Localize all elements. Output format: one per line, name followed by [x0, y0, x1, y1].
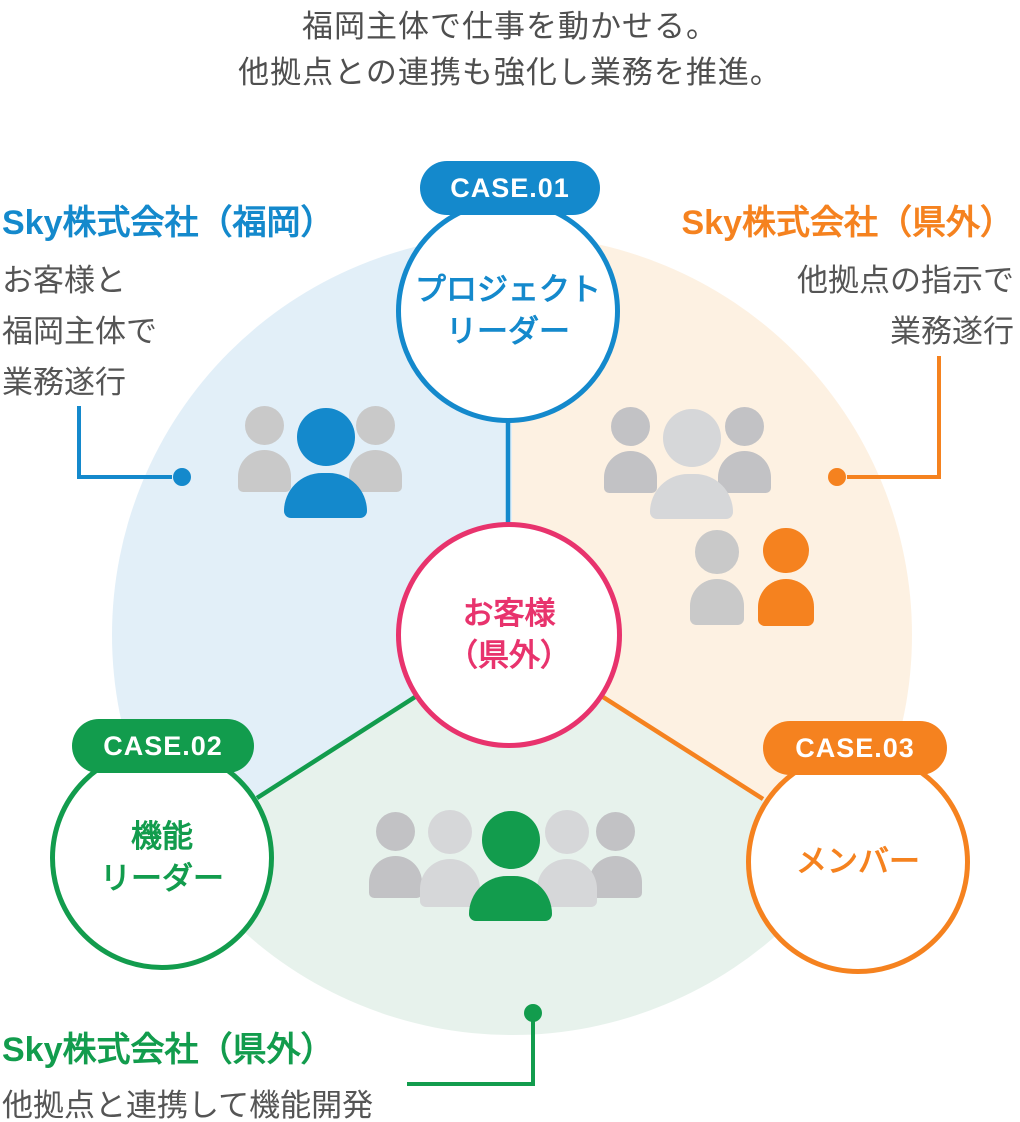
annotation-fukuoka-title: Sky株式会社（福岡） [2, 204, 335, 242]
person-body [420, 859, 480, 908]
person-head [610, 407, 650, 447]
annotation-kengai-bottom-title: Sky株式会社（県外） [2, 1031, 335, 1069]
node-member: メンバー [746, 750, 970, 974]
callout-line-kengai-bottom [407, 1016, 535, 1086]
badge-case03: CASE.03 [763, 721, 947, 775]
person-icon-lightgray [420, 810, 480, 908]
node-feature-leader-line1: 機能 [131, 819, 193, 854]
person-icon-lightgray [650, 409, 734, 520]
connector-center-case02 [255, 695, 417, 800]
person-body [758, 578, 814, 627]
callout-line-fukuoka [77, 406, 172, 479]
person-icon-green-leader [469, 811, 553, 922]
node-project-leader: プロジェクト リーダー [396, 199, 620, 423]
badge-case01: CASE.01 [420, 161, 600, 215]
page-title: 福岡主体で仕事を動かせる。 他拠点との連携も強化し業務を推進。 [0, 4, 1020, 96]
person-body [589, 855, 642, 899]
annotation-kengai-bottom: Sky株式会社（県外） 他拠点と連携して機能開発 [2, 1030, 373, 1122]
node-customer-line1: お客様 [462, 596, 556, 631]
person-icon-blue-leader [284, 408, 368, 519]
person-head [296, 408, 355, 466]
person-head [595, 812, 635, 852]
node-customer-line2: （県外） [447, 638, 571, 673]
annotation-kengai-right-title: Sky株式会社（県外） [681, 204, 1015, 242]
annotation-fukuoka-line2: 福岡主体で [2, 314, 157, 349]
node-member-label: メンバー [796, 844, 920, 879]
person-head [375, 812, 415, 852]
connector-center-case03 [601, 695, 765, 801]
person-icon-gray [604, 407, 657, 494]
callout-dot-kengai-bottom [524, 1004, 542, 1022]
person-body [349, 449, 402, 493]
person-icon-gray [589, 812, 642, 899]
person-head [544, 810, 589, 855]
person-icon-gray [369, 812, 422, 899]
person-head [355, 406, 395, 446]
annotation-kengai-right: Sky株式会社（県外） 他拠点の指示で 業務遂行 [682, 203, 1015, 357]
person-body [238, 449, 291, 493]
callout-dot-fukuoka [173, 468, 191, 486]
annotation-kengai-right-line1: 他拠点の指示で [797, 263, 1014, 298]
person-icon-gray [718, 407, 771, 494]
node-project-leader-line2: リーダー [446, 314, 570, 349]
person-body [369, 855, 422, 899]
node-feature-leader-line2: リーダー [100, 861, 224, 896]
person-icon-gray [349, 406, 402, 493]
person-head [244, 406, 284, 446]
person-head [724, 407, 764, 447]
node-project-leader-line1: プロジェクト [415, 272, 601, 307]
annotation-fukuoka: Sky株式会社（福岡） お客様と 福岡主体で 業務遂行 [2, 203, 335, 408]
person-head [662, 409, 721, 467]
page-title-line2: 他拠点との連携も強化し業務を推進。 [238, 55, 782, 90]
annotation-kengai-right-line2: 業務遂行 [890, 314, 1014, 349]
person-body [690, 578, 744, 625]
callout-line-kengai-right [847, 356, 941, 479]
node-customer: お客様 （県外） [396, 522, 622, 748]
person-icon-orange-member [758, 528, 814, 627]
person-body [469, 875, 553, 922]
person-head [481, 811, 540, 869]
node-feature-leader: 機能 リーダー [50, 746, 274, 970]
badge-case02: CASE.02 [72, 719, 254, 773]
page-title-line1: 福岡主体で仕事を動かせる。 [302, 9, 718, 44]
person-body [284, 472, 368, 519]
person-icon-gray [690, 530, 744, 625]
person-body [650, 473, 734, 520]
annotation-fukuoka-line1: お客様と [2, 263, 126, 298]
callout-dot-kengai-right [828, 468, 846, 486]
annotation-fukuoka-line3: 業務遂行 [2, 365, 126, 400]
person-head [427, 810, 472, 855]
person-head [695, 530, 739, 574]
person-body [604, 450, 657, 494]
person-icon-gray [238, 406, 291, 493]
annotation-kengai-bottom-line1: 他拠点と連携して機能開発 [2, 1088, 374, 1122]
person-body [718, 450, 771, 494]
person-head [763, 528, 809, 574]
